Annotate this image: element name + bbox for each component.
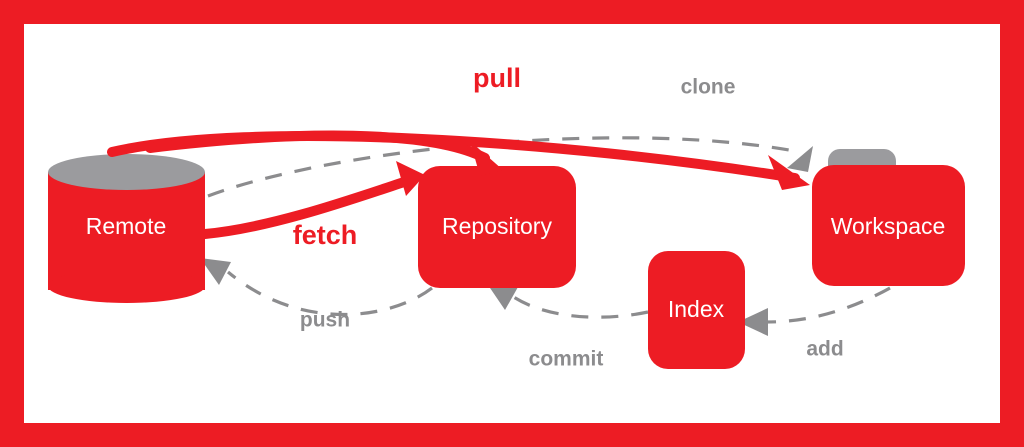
edge-label-commit: commit xyxy=(529,348,604,371)
node-remote[interactable]: Remote xyxy=(48,154,205,303)
push-edge-line xyxy=(226,270,433,317)
push-arrowhead-icon xyxy=(200,258,231,285)
workspace-folder-body xyxy=(812,165,965,286)
remote-cylinder-bottom xyxy=(48,269,205,303)
add-edge-line xyxy=(765,286,891,324)
edge-fetch: fetch xyxy=(200,161,425,250)
node-workspace[interactable]: Workspace xyxy=(812,149,965,286)
node-label-workspace: Workspace xyxy=(831,213,946,239)
edge-pull: pull xyxy=(107,63,810,190)
edge-label-clone: clone xyxy=(681,76,736,99)
node-repository[interactable]: Repository xyxy=(418,166,576,288)
remote-cylinder-top xyxy=(48,154,205,190)
fetch-arrowhead-icon xyxy=(396,161,425,196)
node-index[interactable]: Index xyxy=(648,251,745,369)
edge-label-push: push xyxy=(300,309,350,332)
edge-commit: commit xyxy=(488,285,649,371)
pull-arrowhead-repository-icon xyxy=(470,141,503,176)
fetch-edge-line xyxy=(200,177,409,239)
node-label-repository: Repository xyxy=(442,213,552,239)
clone-arrowhead-icon xyxy=(787,146,813,172)
repository-box xyxy=(418,166,576,288)
edge-label-add: add xyxy=(806,338,843,361)
edge-add: add xyxy=(738,286,891,361)
pull-arrowhead-workspace-icon xyxy=(768,155,810,190)
commit-arrowhead-icon xyxy=(488,285,518,310)
commit-edge-line xyxy=(511,294,649,319)
edge-push: push xyxy=(200,258,433,332)
add-arrowhead-icon xyxy=(738,308,768,336)
edge-label-pull: pull xyxy=(473,63,521,93)
node-label-index: Index xyxy=(668,296,725,322)
pull-edge-line-repository xyxy=(145,130,490,163)
index-box xyxy=(648,251,745,369)
node-label-remote: Remote xyxy=(86,213,167,239)
edge-label-fetch: fetch xyxy=(293,220,358,250)
